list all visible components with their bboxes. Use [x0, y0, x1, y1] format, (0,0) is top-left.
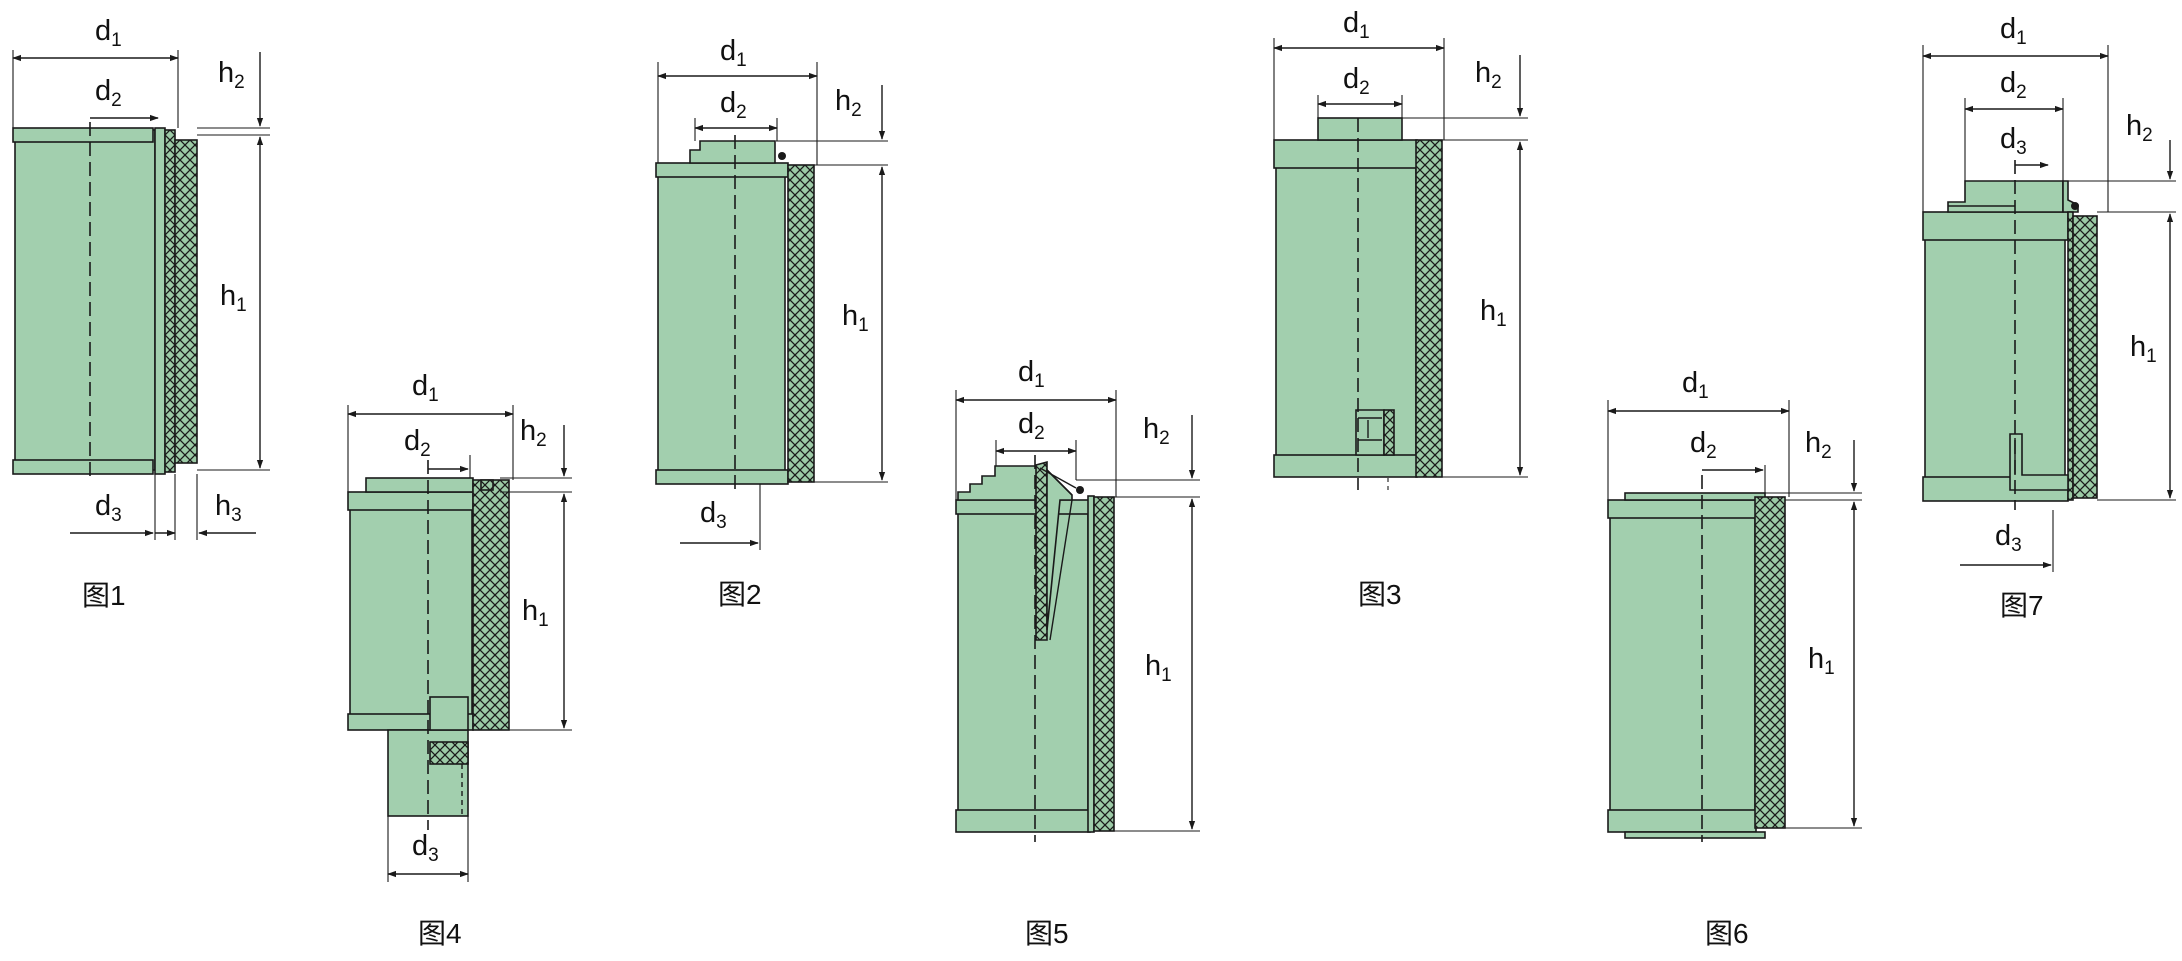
fig4-d1-label: d1	[412, 370, 439, 406]
fig4-caption: 图4	[418, 918, 462, 949]
fig4-h1-label: h1	[522, 595, 549, 631]
fig3-caption: 图3	[1358, 579, 1402, 610]
fig3-h1-label: h1	[1480, 295, 1507, 331]
fig1-h1-label: h1	[220, 280, 247, 316]
fig3-d1-label: d1	[1343, 7, 1370, 43]
fig3-h2-label: h2	[1475, 57, 1502, 93]
figure-3: d1 d2 h2 h1 图3	[1273, 7, 1528, 610]
fig5-h1-label: h1	[1145, 650, 1172, 686]
fig2-d1-label: d1	[720, 35, 747, 71]
fig7-d2-label: d2	[2000, 67, 2027, 103]
fig2-d3-label: d3	[700, 497, 727, 533]
fig7-h2-label: h2	[2126, 110, 2153, 146]
figure-4: d1 d2 h2 h1 d3 图4	[347, 370, 572, 949]
fig5-h2-label: h2	[1143, 413, 1170, 449]
figure-1: d1 d2 h2 h1 d3 h3 图1	[12, 15, 270, 611]
fig6-h2-label: h2	[1805, 427, 1832, 463]
fig5-d2-label: d2	[1018, 408, 1045, 444]
fig7-d3-label: d3	[1995, 520, 2022, 556]
fig3-d2-label: d2	[1343, 63, 1370, 99]
fig1-d3-label: d3	[95, 490, 122, 526]
fig4-d2-label: d2	[404, 425, 431, 461]
fig1-d1-label: d1	[95, 15, 122, 51]
figure-6: d1 d2 h2 h1 图6	[1607, 367, 1862, 949]
fig4-d3-label: d3	[412, 830, 439, 866]
fig4-h2-label: h2	[520, 415, 547, 451]
fig6-caption: 图6	[1705, 918, 1749, 949]
fig2-h2-label: h2	[835, 85, 862, 121]
fig7-d1-label: d1	[2000, 13, 2027, 49]
fig6-d1-label: d1	[1682, 367, 1709, 403]
fig7-h1-label: h1	[2130, 331, 2157, 367]
fig2-h1-label: h1	[842, 300, 869, 336]
fig1-h3-label: h3	[215, 490, 242, 526]
fig2-caption: 图2	[718, 579, 762, 610]
fig7-caption: 图7	[2000, 590, 2044, 621]
figure-7: d1 d2 d3 h2 h1 d3 图7	[1922, 13, 2176, 621]
fig1-h2-label: h2	[218, 57, 245, 93]
figure-5: d1 d2 h2 h1 图5	[955, 356, 1200, 949]
fig7-d3-top-label: d3	[2000, 123, 2027, 159]
fig6-d2-label: d2	[1690, 427, 1717, 463]
fig5-caption: 图5	[1025, 918, 1069, 949]
fig2-d2-label: d2	[720, 87, 747, 123]
fig1-caption: 图1	[82, 580, 126, 611]
fig6-h1-label: h1	[1808, 643, 1835, 679]
figure-2: d1 d2 h2 h1 d3 图2	[655, 35, 888, 610]
fig1-d2-label: d2	[95, 75, 122, 111]
fig5-d1-label: d1	[1018, 356, 1045, 392]
